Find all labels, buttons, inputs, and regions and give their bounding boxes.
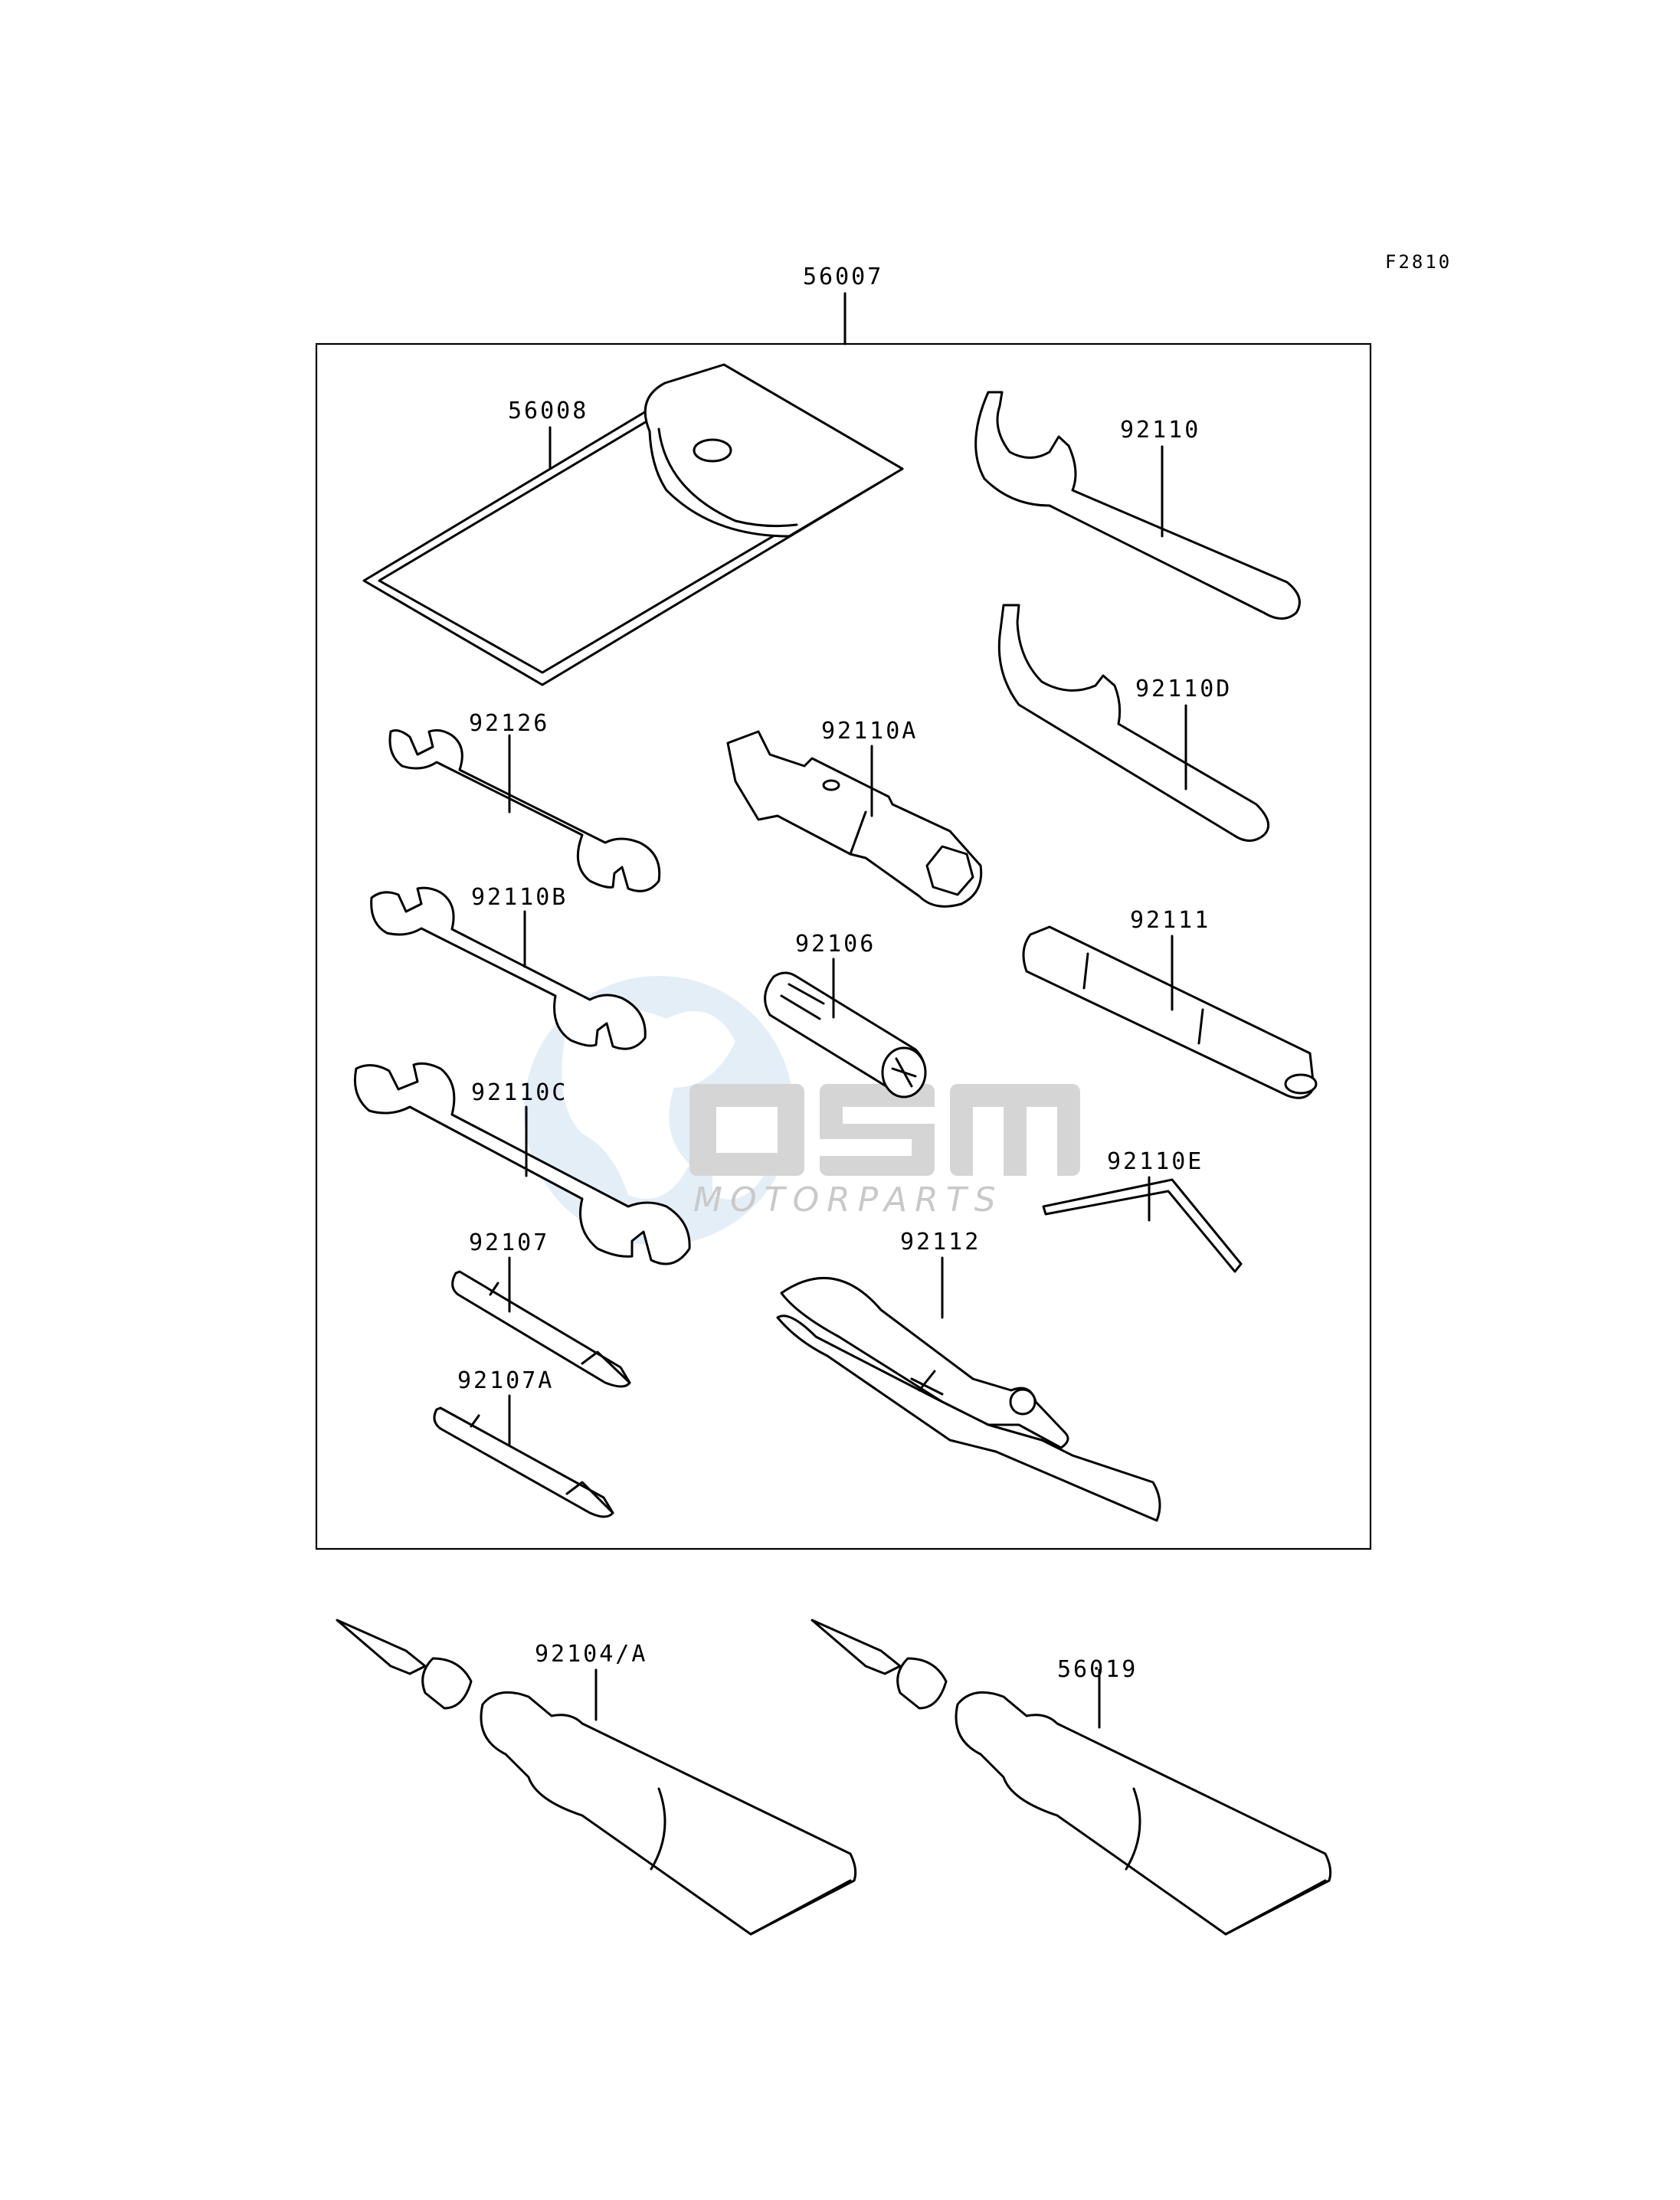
box-wrench-92110a-icon bbox=[726, 730, 983, 908]
label-92107a: 92107A bbox=[457, 1367, 555, 1394]
tube-handle-92106-icon bbox=[764, 971, 927, 1098]
label-56019: 56019 bbox=[1057, 1656, 1138, 1683]
kit-frame bbox=[315, 342, 1372, 1550]
label-92107: 92107 bbox=[469, 1229, 550, 1256]
tool-bag-icon bbox=[362, 363, 904, 686]
hook-wrench-92110d-icon bbox=[997, 604, 1270, 842]
label-92110a: 92110A bbox=[821, 718, 919, 745]
extension-bar-92111-icon bbox=[1022, 925, 1318, 1099]
label-92110b: 92110B bbox=[471, 884, 568, 911]
watermark-logo-icon bbox=[689, 1084, 1080, 1176]
label-92110: 92110 bbox=[1120, 417, 1201, 444]
label-92106: 92106 bbox=[795, 931, 876, 958]
label-92111: 92111 bbox=[1130, 907, 1211, 934]
label-kit: 56007 bbox=[803, 264, 884, 290]
label-92104a: 92104/A bbox=[535, 1641, 648, 1668]
label-92110d: 92110D bbox=[1135, 676, 1233, 702]
grease-tube-92104-icon bbox=[336, 1619, 857, 1936]
label-92126: 92126 bbox=[469, 710, 550, 737]
screwdriver-bit-92107a-icon bbox=[433, 1406, 614, 1518]
label-56008: 56008 bbox=[508, 398, 589, 424]
c-spanner-92110-icon bbox=[974, 391, 1301, 620]
watermark-text: MOTORPARTS bbox=[693, 1180, 1004, 1219]
pliers-92112-icon bbox=[776, 1277, 1161, 1522]
screwdriver-bit-92107-icon bbox=[451, 1270, 631, 1388]
figure-code: F2810 bbox=[1385, 251, 1452, 273]
hex-key-92110e-icon bbox=[1042, 1178, 1243, 1273]
label-92112: 92112 bbox=[900, 1229, 981, 1256]
label-92110c: 92110C bbox=[471, 1079, 568, 1106]
open-wrench-92126-icon bbox=[388, 728, 661, 892]
label-92110e: 92110E bbox=[1107, 1148, 1204, 1175]
open-wrench-92110c-icon bbox=[353, 1062, 691, 1265]
open-wrench-92110b-icon bbox=[370, 886, 647, 1050]
grease-tube-56019-icon bbox=[811, 1619, 1332, 1936]
